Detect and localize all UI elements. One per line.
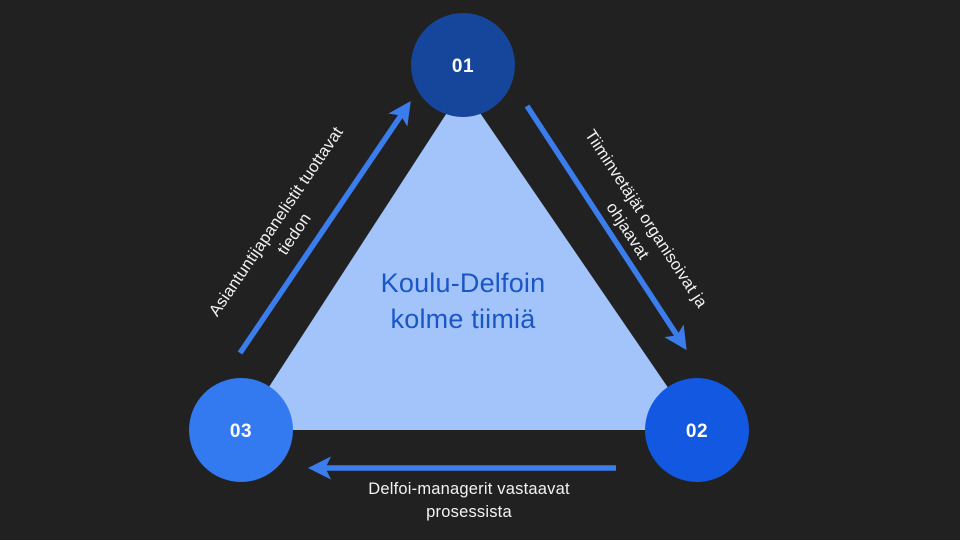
diagram-title-line2: kolme tiimiä	[391, 304, 537, 334]
node-02-label: 02	[686, 421, 708, 442]
node-02[interactable]: 02	[645, 378, 749, 482]
node-02-circle[interactable]	[645, 378, 749, 482]
node-03[interactable]: 03	[189, 378, 293, 482]
node-01-circle[interactable]	[411, 13, 515, 117]
edge-label-bottom-line1: Delfoi-managerit vastaavat	[368, 480, 570, 498]
node-03-label: 03	[230, 421, 252, 442]
edge-label-bottom: Delfoi-managerit vastaavat prosessista	[368, 480, 570, 521]
edge-label-bottom-line2: prosessista	[426, 503, 512, 521]
node-03-circle[interactable]	[189, 378, 293, 482]
triangle-body	[241, 88, 697, 430]
diagram-title-line1: Koulu-Delfoin	[381, 268, 546, 298]
node-01[interactable]: 01	[411, 13, 515, 117]
node-01-label: 01	[452, 56, 474, 77]
arrow-right-edge	[524, 104, 687, 351]
arrow-left-edge	[237, 100, 411, 355]
